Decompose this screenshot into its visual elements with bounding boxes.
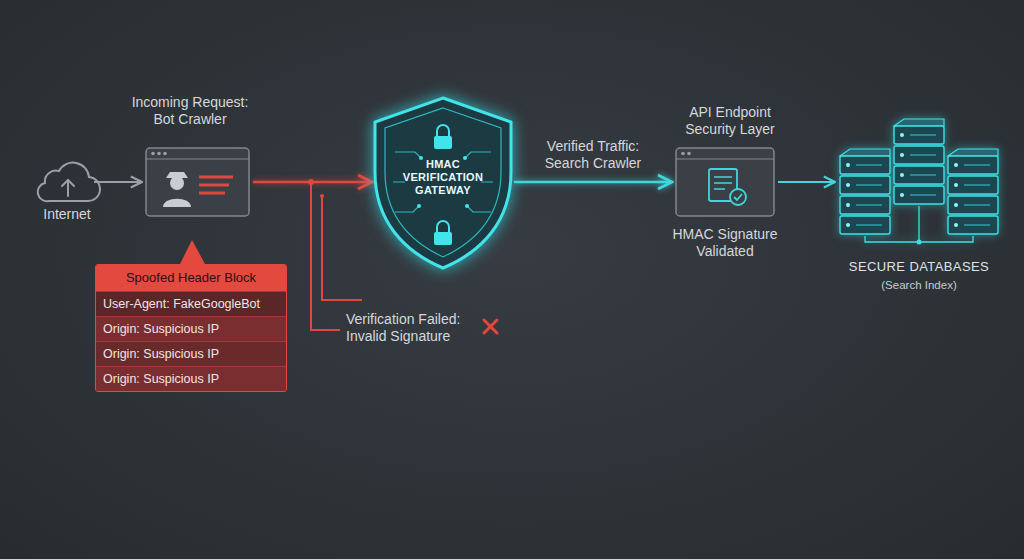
internet-source: Internet [25, 156, 115, 228]
fail-cross [484, 320, 497, 333]
header-row: Origin: Suspicious IP [96, 366, 286, 391]
header-row: Origin: Suspicious IP [96, 316, 286, 341]
api-window [675, 147, 775, 217]
gateway-shield: HMAC VERIFICATION GATEWAY [365, 92, 521, 272]
cloud-icon [31, 161, 103, 203]
flow-arrow [778, 181, 835, 183]
failure-branch [308, 179, 362, 330]
flow-arrow [94, 181, 142, 183]
callout-pointer [180, 240, 205, 264]
node-label: API Endpoint Security Layer [665, 104, 795, 138]
flow-arrow [514, 181, 672, 184]
node-label: HMAC VERIFICATION GATEWAY [395, 158, 491, 197]
node-label: Incoming Request: Bot Crawler [125, 94, 255, 128]
server-stacks [832, 118, 1007, 246]
node-label: Internet [25, 206, 109, 223]
api-endpoint: API Endpoint Security LayerHMAC Signatur… [655, 98, 805, 268]
failure-note: Verification Failed: Invalid Signature [346, 311, 476, 345]
node-sublabel: (Search Index) [828, 277, 1010, 294]
edge-label: Verified Traffic: Search Crawler [537, 138, 649, 172]
browser-window [145, 147, 250, 217]
request-box: Incoming Request: Bot Crawler [125, 92, 255, 220]
header-table: Spoofed Header BlockUser-Agent: FakeGoog… [95, 264, 287, 392]
header-row: User-Agent: FakeGoogleBot [96, 291, 286, 316]
node-sublabel: HMAC Signature Validated [665, 226, 785, 260]
table-header: Spoofed Header Block [96, 265, 286, 291]
header-row: Origin: Suspicious IP [96, 341, 286, 366]
node-label: SECURE DATABASES [828, 258, 1010, 275]
flow-arrow [253, 181, 372, 184]
database-cluster: SECURE DATABASES (Search Index) [828, 118, 1010, 298]
